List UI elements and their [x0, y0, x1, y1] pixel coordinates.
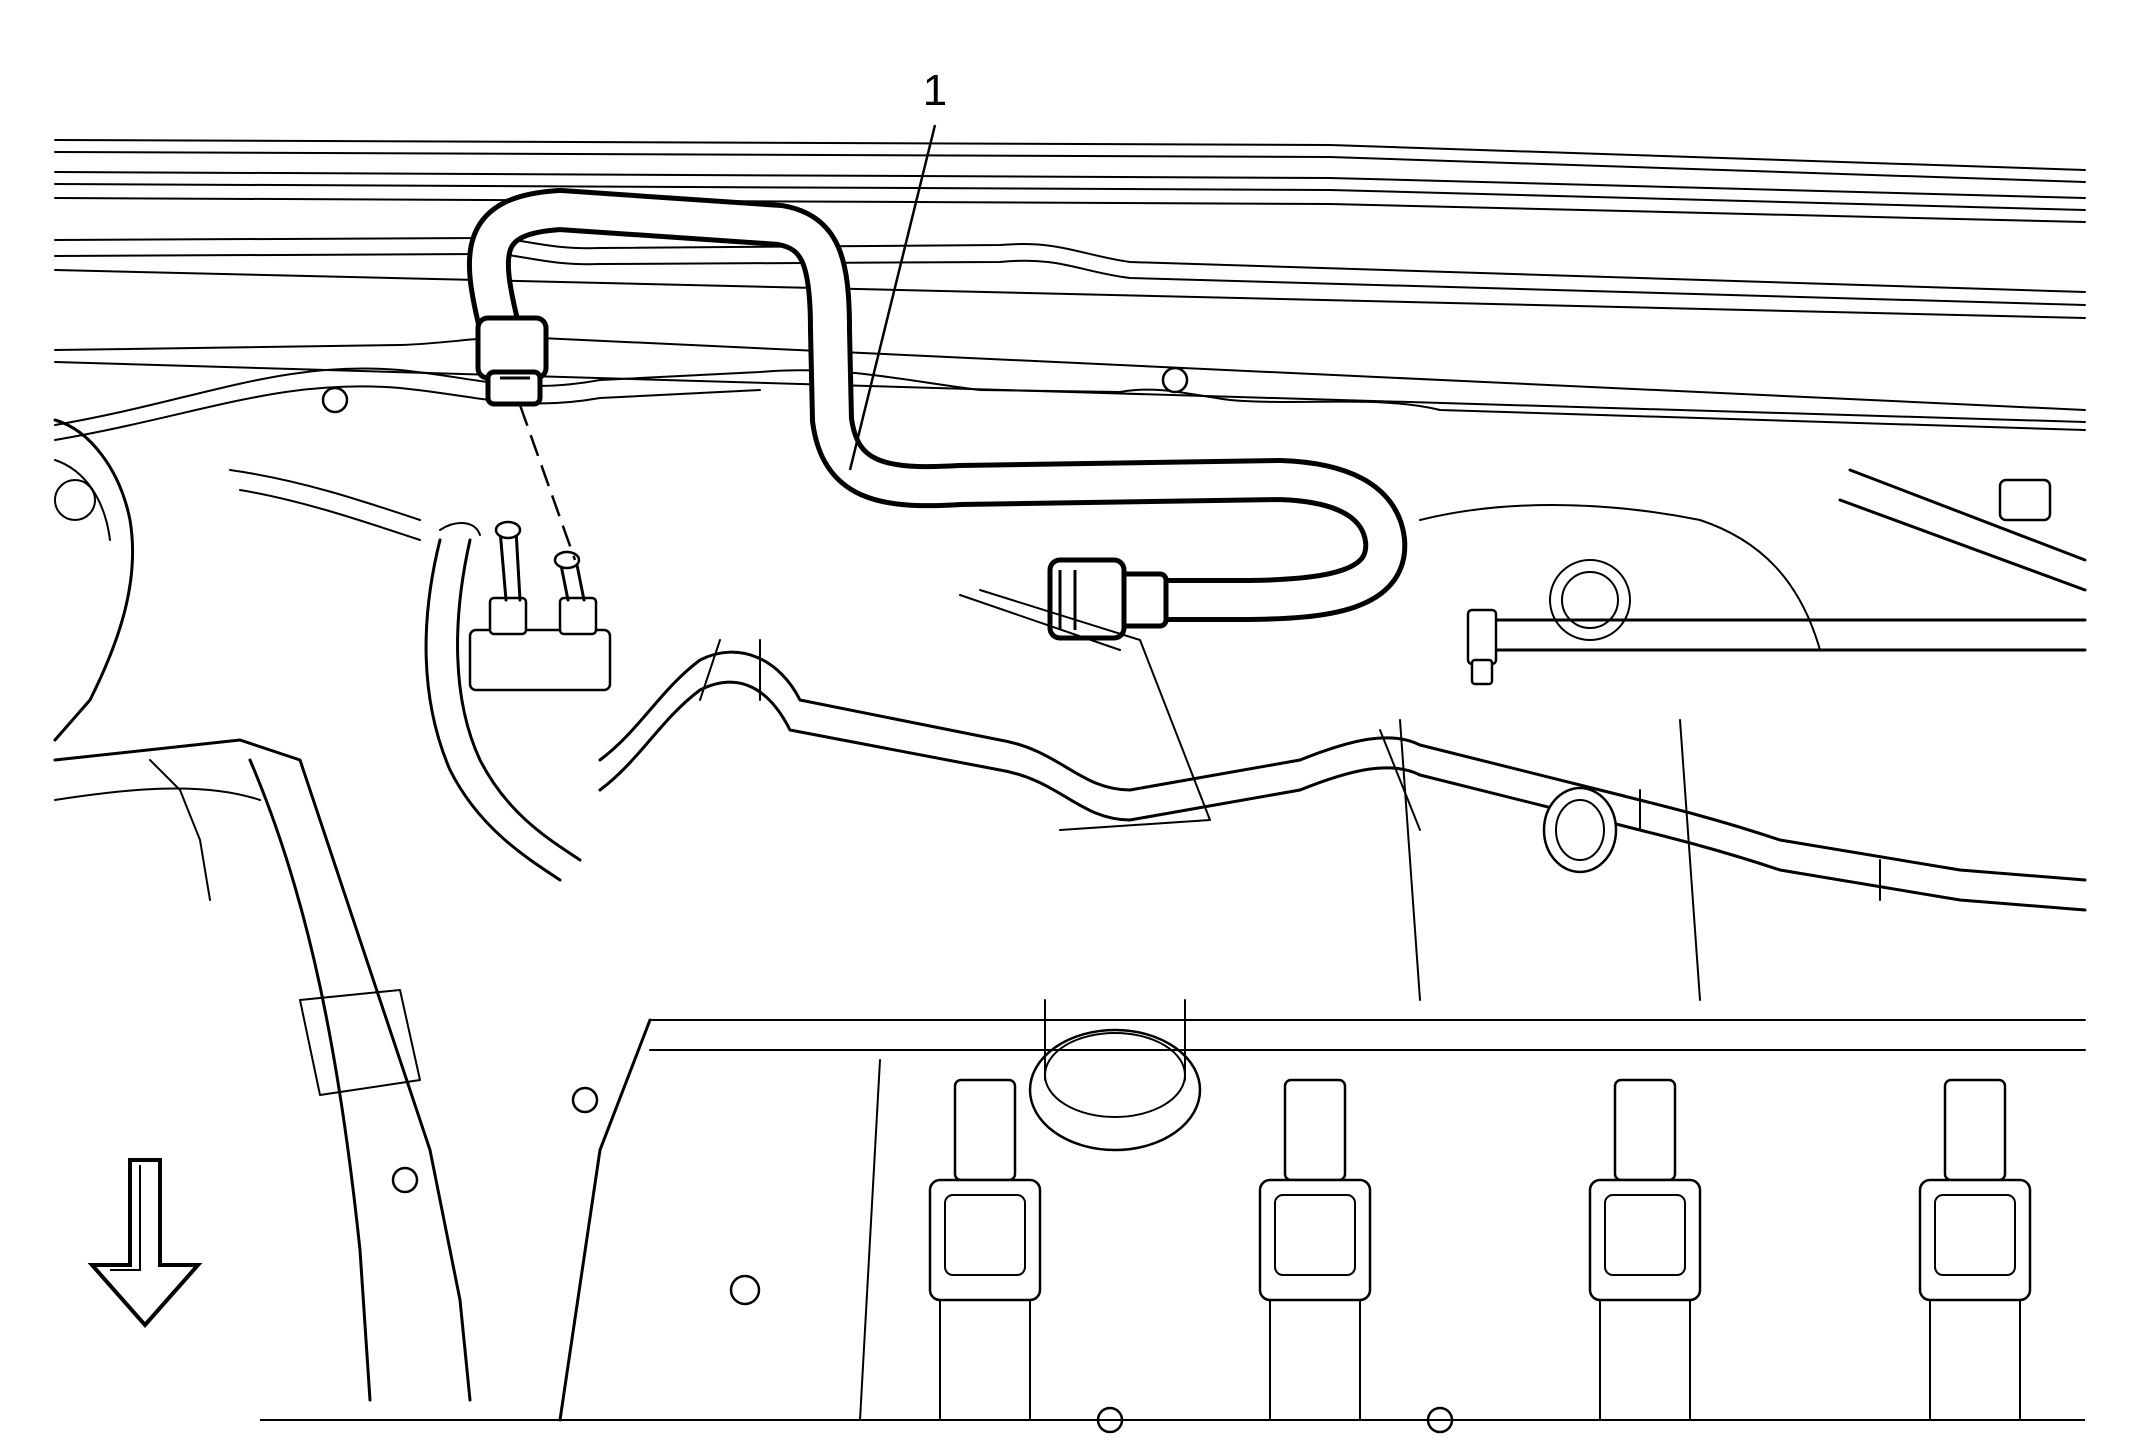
ignition-coil-1	[928, 1078, 1042, 1421]
purge-valve-connector	[468, 520, 612, 692]
fuel-rail-right	[1466, 468, 2087, 686]
wiring-harness	[598, 639, 2087, 912]
callout-1: 1	[848, 66, 947, 471]
ignition-coils	[928, 1078, 2032, 1421]
cowl-panel	[54, 366, 2086, 541]
intake-manifold	[1399, 504, 1821, 1001]
install-guide-line	[518, 404, 577, 561]
intake-hose-left	[424, 522, 582, 882]
cam-cover	[558, 1018, 2086, 1434]
hood-panel-lines	[54, 139, 2086, 423]
oil-filler-cap	[1028, 999, 1202, 1152]
left-strut-tower	[53, 418, 472, 1402]
evap-purge-hose	[466, 188, 1408, 641]
engine-cover-panel	[959, 589, 1211, 831]
down-arrow-icon	[87, 1158, 203, 1329]
ignition-coil-2	[1258, 1078, 1372, 1421]
ignition-coil-4	[1918, 1078, 2032, 1421]
callout-label: 1	[923, 66, 947, 115]
ignition-coil-3	[1588, 1078, 1702, 1421]
